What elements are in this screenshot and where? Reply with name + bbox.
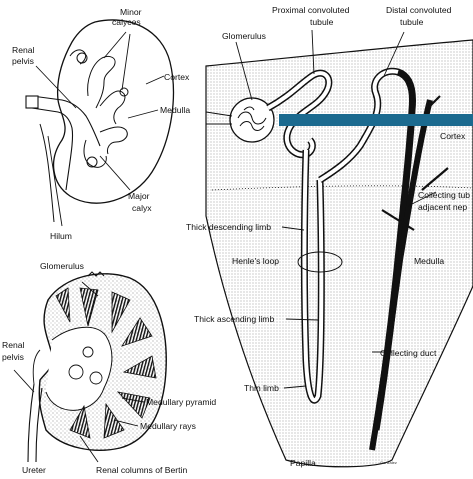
leader-cortex (146, 76, 164, 84)
label-collecting-tubule-2: adjacent nep (418, 202, 467, 212)
minor-calyx-2 (100, 91, 125, 124)
label-renal-columns: Renal columns of Bertin (96, 465, 187, 475)
label-renal-pelvis-bottom: Renal (2, 340, 25, 350)
label-thin-limb: Thin limb (244, 383, 279, 393)
label-medullary-rays: Medullary rays (140, 421, 196, 431)
label-major-calyx: Major (128, 191, 150, 201)
minor-calyx-3 (100, 127, 127, 154)
artist-signature: Gonzalez (380, 460, 397, 465)
kidney-section-top: Minor calyces Renal pelvis Cortex Medull… (12, 7, 190, 241)
label-henles-loop: Henle's loop (232, 256, 279, 266)
label-papilla: Papilla (290, 458, 316, 468)
label-thick-descending: Thick descending limb (186, 222, 271, 232)
major-calyx-shape (70, 50, 106, 167)
label-minor-calyces-2: calyces (112, 17, 141, 27)
nephron-diagram: Proximal convoluted tubule Distal convol… (186, 5, 473, 468)
label-renal-pelvis-top: Renal (12, 45, 35, 55)
label-distal-tubule-2: tubule (400, 17, 424, 27)
leader-minor-calyces (122, 34, 130, 90)
leader-renal-pelvis (36, 66, 76, 108)
label-medulla-left: Medulla (160, 105, 190, 115)
label-renal-pelvis-bottom-2: pelvis (2, 352, 24, 362)
kidney-section-bottom: Glomerulus Renal pelvis Medullary pyrami… (2, 261, 216, 475)
label-renal-pelvis-top-2: pelvis (12, 56, 34, 66)
label-thick-ascending: Thick ascending limb (194, 314, 274, 324)
label-medulla-right: Medulla (414, 256, 444, 266)
leader-medulla (128, 110, 158, 118)
label-cortex-left: Cortex (164, 72, 190, 82)
label-cortex-right: Cortex (440, 131, 466, 141)
label-minor-calyces: Minor (120, 7, 142, 17)
label-proximal-tubule: Proximal convoluted (272, 5, 350, 15)
minor-calyx-1 (88, 56, 115, 108)
calyx-bottom (90, 372, 102, 384)
label-collecting-tubule: Collecting tub (418, 190, 470, 200)
label-collecting-duct: Collecting duct (380, 348, 437, 358)
label-hilum: Hilum (50, 231, 72, 241)
overlay-bar (279, 114, 473, 126)
ureter-stub-top (26, 96, 38, 108)
calyx-bottom (83, 347, 93, 357)
leader-major-calyx (100, 156, 130, 190)
leader-renal-pelvis-bottom (14, 370, 34, 392)
label-distal-tubule: Distal convoluted (386, 5, 452, 15)
calyx-bottom (69, 365, 83, 379)
hilum-vessel (40, 124, 54, 222)
label-major-calyx-2: calyx (132, 203, 152, 213)
label-glomerulus-left: Glomerulus (40, 261, 84, 271)
label-medullary-pyramid: Medullary pyramid (146, 397, 216, 407)
label-ureter: Ureter (22, 465, 46, 475)
pelvis-wall (33, 350, 40, 384)
label-proximal-tubule-2: tubule (310, 17, 334, 27)
renal-pelvis-top (32, 96, 100, 190)
label-glomerulus-right: Glomerulus (222, 31, 266, 41)
leader-minor-calyces (104, 32, 126, 58)
